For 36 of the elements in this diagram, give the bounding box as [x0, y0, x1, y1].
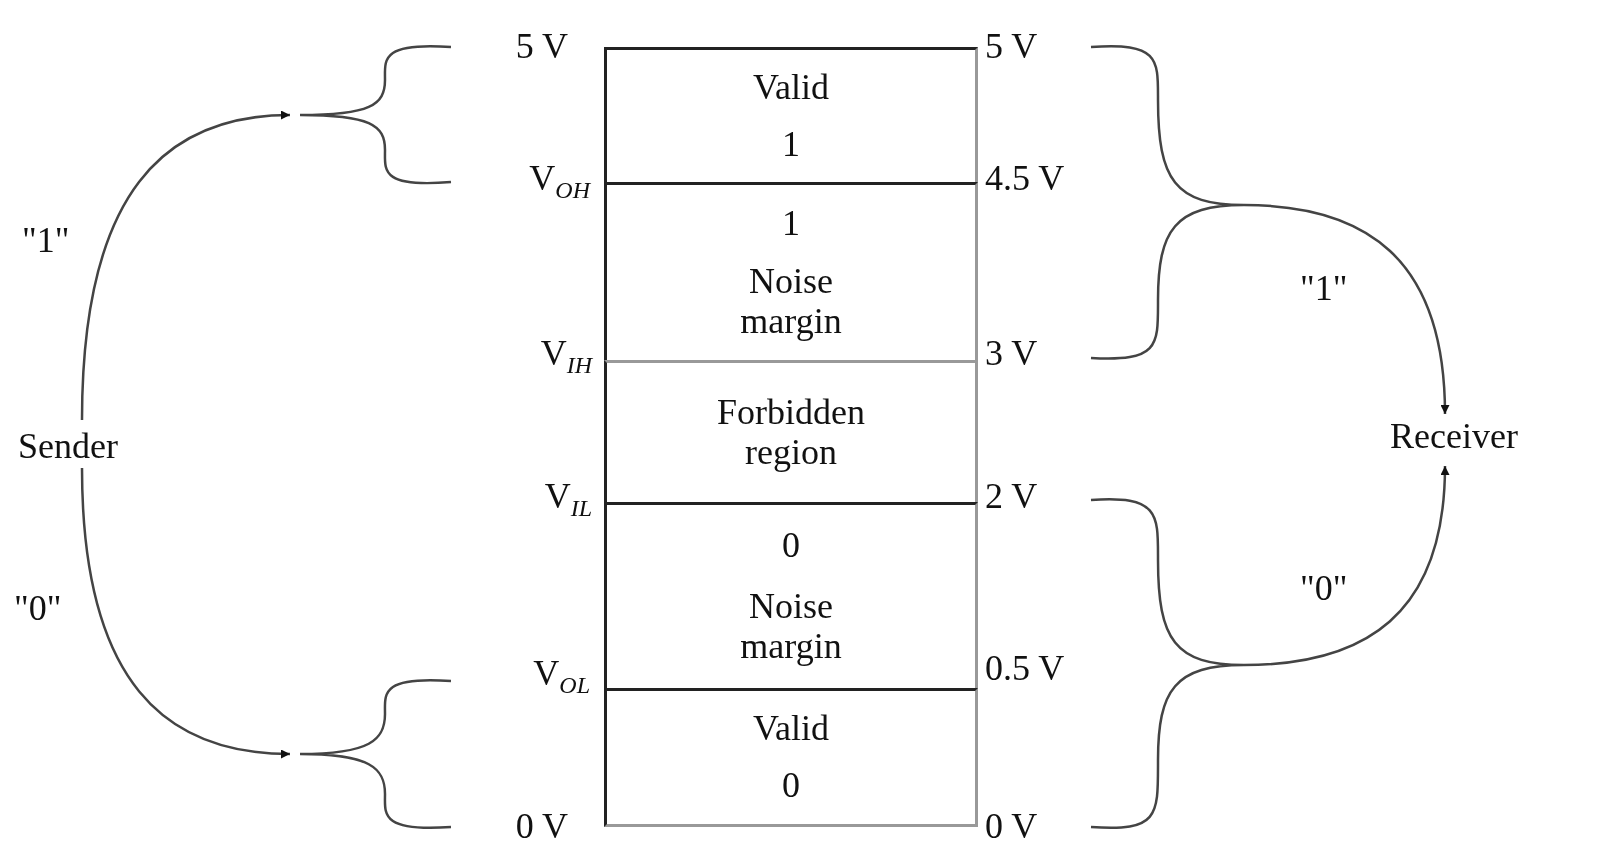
endpoint-label: Sender [18, 428, 118, 464]
voltage-label: V$_{IL}$ [544, 478, 592, 521]
band-text: Noise margin [739, 587, 843, 667]
voltage-label: V$_{OH}$ [529, 160, 590, 203]
band-text: Valid [753, 708, 829, 749]
voltage-label: 0 V [515, 808, 568, 844]
curved-arrow [1243, 203, 1450, 415]
voltage-label: 0 V [985, 808, 1038, 844]
voltage-label: 0.5 V [985, 650, 1065, 686]
voltage-label: 3 V [985, 335, 1038, 371]
voltage-band [604, 688, 978, 827]
band-text: 0 [782, 526, 800, 566]
curly-brace [1090, 498, 1246, 829]
voltage-label: V$_{OL}$ [533, 655, 590, 698]
curly-brace [298, 678, 452, 830]
band-text: Forbidden region [716, 392, 866, 473]
voltage-label: 4.5 V [985, 160, 1065, 196]
band-text: Valid [753, 67, 829, 108]
band-text: 1 [782, 203, 800, 244]
voltage-label: 2 V [985, 478, 1038, 514]
voltage-band [604, 502, 978, 688]
voltage-band [604, 182, 978, 360]
curved-arrow [80, 111, 291, 421]
endpoint-label: Receiver [1390, 418, 1518, 454]
curly-brace [298, 44, 452, 185]
curved-arrow [80, 467, 291, 759]
band-text: 0 [782, 766, 800, 807]
curly-brace [1090, 45, 1246, 360]
voltage-band [604, 360, 978, 502]
band-text: Noise margin [739, 262, 843, 342]
voltage-label: 5 V [515, 28, 568, 64]
voltage-band [604, 47, 978, 182]
band-text: 1 [782, 124, 800, 165]
curved-arrow [1243, 465, 1450, 667]
voltage-label: V$_{IH}$ [540, 335, 592, 378]
voltage-label: 5 V [985, 28, 1038, 64]
